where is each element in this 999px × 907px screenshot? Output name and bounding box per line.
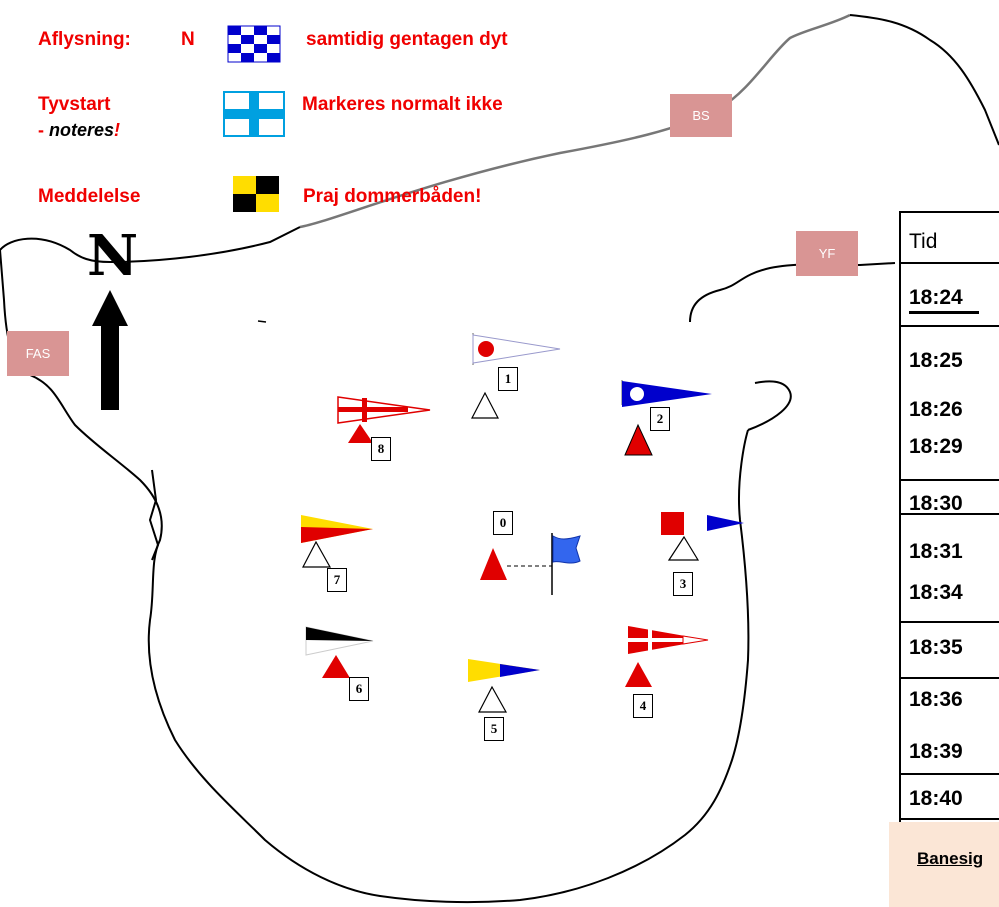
mark-4-number: 4	[633, 694, 653, 718]
coastline-right	[747, 380, 792, 431]
time-table: Tid 18:24 18:25 18:26 18:29 18:30 18:31 …	[899, 211, 999, 822]
mark-8-number: 8	[371, 437, 391, 461]
mark-2-triangle	[624, 423, 653, 456]
legend-tyvstart-note: noteres	[49, 120, 115, 140]
time-row: 18:24	[909, 286, 963, 309]
time-row: 18:31	[909, 540, 963, 563]
course-signal-banner: Banesig	[889, 822, 999, 907]
mark-4-triangle	[625, 662, 652, 687]
legend-aflysning-text: samtidig gentagen dyt	[306, 29, 508, 50]
coastline-squiggle	[148, 469, 160, 561]
time-row: 18:30	[909, 492, 963, 515]
mark-5-triangle	[478, 685, 508, 713]
table-rule	[901, 262, 999, 264]
mark-0-triangle	[480, 548, 507, 580]
pennant-6-icon	[305, 626, 374, 656]
l-flag-icon	[233, 176, 279, 212]
time-row: 18:35	[909, 636, 963, 659]
coastline	[0, 14, 999, 904]
bs-tag: BS	[670, 94, 732, 137]
table-rule	[901, 818, 999, 820]
mark-5-number: 5	[484, 717, 504, 741]
legend-aflysning-letter: N	[181, 29, 195, 50]
table-rule	[901, 479, 999, 481]
legend-tyvstart-sub: - noteres!	[38, 120, 120, 141]
time-row: 18:39	[909, 740, 963, 763]
mark-0-number: 0	[493, 511, 513, 535]
mark-6-triangle	[322, 655, 350, 678]
tick-mark	[257, 320, 267, 323]
mark-8-triangle	[348, 424, 373, 443]
pennant-1-icon	[472, 333, 561, 365]
time-row: 18:36	[909, 688, 963, 711]
legend-meddelelse-text: Praj dommerbåden!	[303, 186, 482, 207]
north-letter: N	[87, 223, 139, 289]
time-row: 18:34	[909, 581, 963, 604]
time-row: 18:29	[909, 435, 963, 458]
pennant-4-icon	[628, 626, 709, 654]
n-flag-icon	[227, 25, 281, 63]
pennant-5-icon	[468, 659, 540, 682]
legend-tyvstart-dash: -	[38, 120, 49, 140]
table-rule	[901, 211, 999, 213]
mark-1-triangle	[471, 391, 499, 419]
table-rule	[901, 773, 999, 775]
table-header: Tid	[909, 230, 938, 253]
mark-1-number: 1	[498, 367, 518, 391]
mark-3-triangle	[667, 535, 700, 561]
table-rule	[901, 677, 999, 679]
pennant-7-icon	[301, 515, 373, 543]
pennant-8-icon	[337, 396, 431, 424]
legend-tyvstart-label: Tyvstart	[38, 94, 111, 115]
mark-6-number: 6	[349, 677, 369, 701]
cross-flag-icon	[223, 91, 285, 137]
time-row: 18:40	[909, 787, 963, 810]
legend-tyvstart-text: Markeres normalt ikke	[302, 94, 503, 115]
yf-tag: YF	[796, 231, 858, 276]
pennant-3-icon	[661, 512, 744, 535]
time-row: 18:25	[909, 349, 963, 372]
mark-3-number: 3	[673, 572, 693, 596]
table-rule	[901, 621, 999, 623]
time-row: 18:26	[909, 398, 963, 421]
time-underline	[909, 311, 979, 314]
mark-7-number: 7	[327, 568, 347, 592]
blue-flag-icon	[552, 535, 581, 564]
legend-meddelelse-label: Meddelelse	[38, 186, 141, 207]
mark-2-number: 2	[650, 407, 670, 431]
table-rule	[901, 513, 999, 515]
mark-7-triangle	[302, 540, 332, 568]
legend-aflysning-label: Aflysning:	[38, 29, 131, 50]
north-arrow-icon	[92, 290, 128, 410]
table-rule	[901, 325, 999, 327]
pennant-2-icon	[621, 380, 712, 407]
coastline-inner	[689, 262, 896, 323]
banner-text: Banesig	[917, 849, 984, 868]
legend-tyvstart-bang: !	[114, 120, 121, 140]
fas-tag: FAS	[7, 331, 69, 376]
